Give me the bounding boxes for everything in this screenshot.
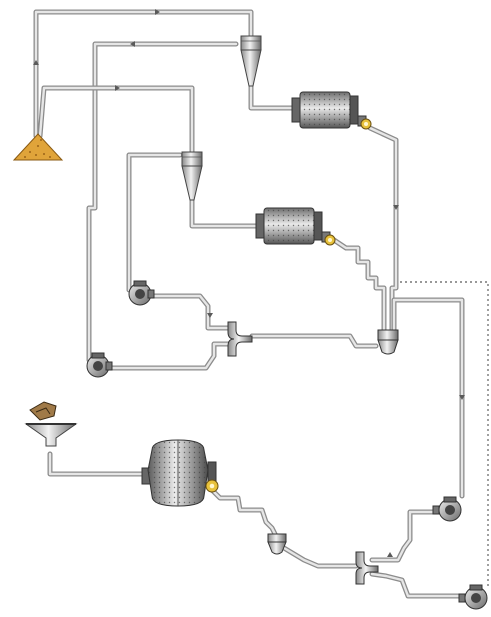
pump-icon[interactable]: [128, 280, 155, 306]
sump-icon[interactable]: [377, 329, 399, 355]
flow-arrow-icon: [393, 205, 399, 210]
pipe-feed-hopper-to-sag-mill: [47, 451, 151, 477]
pipe-network: [33, 9, 489, 599]
pipe-sump-2-to-splitter-2: [281, 545, 359, 569]
flow-arrow-icon: [207, 313, 213, 318]
pipe-sump-1-to-pump-1: [391, 297, 465, 499]
pipe-pump-4-to-splitter-1: [105, 341, 231, 371]
flow-direction-markers: [33, 9, 465, 557]
pipe-cyclone-2-to-ball-mill-2: [189, 193, 261, 229]
pipe-pump-3-to-splitter-1: [145, 293, 231, 331]
pump-icon[interactable]: [458, 584, 488, 610]
pump-icon[interactable]: [432, 496, 462, 522]
splitter-icon[interactable]: [227, 321, 253, 357]
pipe-sag-mill-to-sump-2: [207, 485, 279, 539]
pipe-stockpile-to-cyclone-2: [37, 85, 195, 158]
pipe-splitter-2-to-pump-2: [369, 571, 469, 599]
flow-arrow-icon: [459, 395, 465, 400]
flow-arrow-icon: [115, 85, 120, 91]
pipe-splitter-2-to-pump-1: [369, 509, 441, 563]
dashed-recycle-line: [400, 281, 489, 588]
ball-mill-icon[interactable]: [255, 207, 336, 246]
flow-arrow-icon: [155, 9, 160, 15]
pump-icon[interactable]: [86, 352, 113, 378]
pipe-ball-mill-2-to-sump-1: [331, 237, 387, 333]
pipe-cyclone-1-to-ball-mill-1: [248, 79, 297, 111]
cyclone-icon[interactable]: [240, 35, 262, 87]
pipe-pump-4-to-cyclone-1: [86, 41, 239, 363]
cyclone-icon[interactable]: [181, 151, 203, 201]
splitter-icon[interactable]: [355, 551, 379, 585]
pipe-pump-3-to-cyclone-2: [126, 152, 183, 293]
pipe-splitter-1-to-sump-1: [249, 333, 379, 349]
ball-mill-icon[interactable]: [291, 91, 372, 130]
flow-arrow-icon: [33, 60, 39, 65]
feed-hopper-icon[interactable]: [24, 401, 78, 447]
sump-icon[interactable]: [267, 533, 287, 555]
stockpile-icon[interactable]: [12, 133, 64, 161]
flow-arrow-icon: [387, 552, 393, 557]
flow-arrow-icon: [130, 41, 135, 47]
sag-mill-icon[interactable]: [141, 439, 219, 507]
pipe-stockpile-to-cyclone-1: [33, 9, 254, 139]
